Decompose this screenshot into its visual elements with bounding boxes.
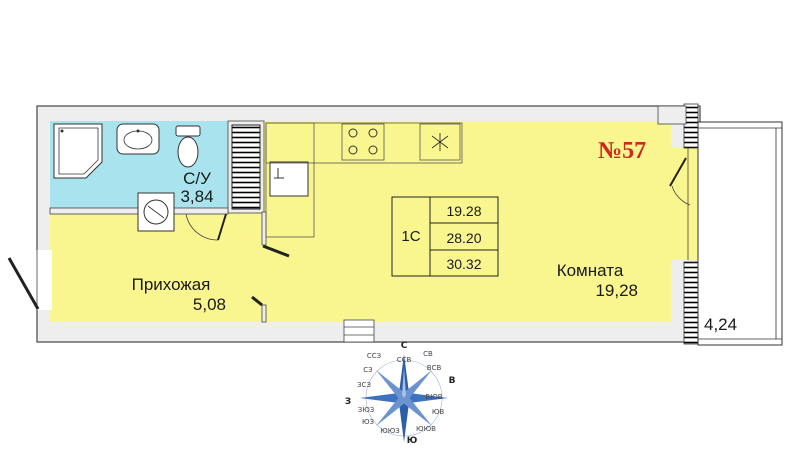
shower-tray bbox=[53, 123, 103, 179]
bottom-window bbox=[343, 319, 375, 343]
compass-w: З bbox=[344, 397, 352, 407]
compass-wnw: ЗСЗ bbox=[357, 381, 371, 389]
burner bbox=[368, 128, 378, 138]
balcony-door-opening bbox=[668, 148, 702, 260]
compass-ssw: ЮЮЗ bbox=[380, 427, 400, 435]
balcony-area: 4,24 bbox=[704, 315, 738, 334]
compass-ese: ВЮВ bbox=[425, 393, 443, 401]
total-area: 28.20 bbox=[446, 230, 482, 246]
compass-ene: ВСВ bbox=[426, 364, 442, 372]
vent-shaft bbox=[231, 124, 261, 210]
compass-sse: ЮЮВ bbox=[416, 425, 436, 433]
burner bbox=[348, 128, 358, 138]
compass-rose bbox=[360, 354, 448, 442]
toilet-bowl bbox=[177, 136, 199, 168]
balcony-door-leaf bbox=[669, 157, 687, 187]
room-name: Комната bbox=[556, 261, 624, 280]
room-door-leaf bbox=[262, 244, 290, 258]
summary-table-frame bbox=[391, 196, 499, 277]
compass-se: ЮВ bbox=[431, 408, 445, 416]
total-area-with-balcony: 30.32 bbox=[446, 256, 482, 272]
kitchen-sink bbox=[269, 161, 309, 197]
living-area: 19.28 bbox=[446, 203, 482, 219]
sink bbox=[116, 123, 160, 155]
apartment-type: 1С bbox=[401, 228, 421, 245]
entrance-opening bbox=[30, 250, 52, 310]
hallway-name: Прихожая bbox=[131, 275, 211, 294]
room-area: 19,28 bbox=[595, 281, 638, 300]
balcony bbox=[697, 121, 783, 346]
compass-nnw: ССЗ bbox=[366, 352, 382, 360]
hallway-area: 5,08 bbox=[192, 295, 226, 314]
burner bbox=[368, 145, 378, 155]
compass-n: С bbox=[400, 341, 408, 351]
compass-sw: ЮЗ bbox=[361, 418, 375, 426]
bathroom-name: С/У bbox=[183, 169, 211, 188]
toilet-tank bbox=[175, 125, 201, 137]
compass-wsw: ЗЮЗ bbox=[357, 406, 375, 414]
entrance-door-leaf bbox=[7, 257, 40, 310]
compass-s: Ю bbox=[406, 436, 418, 446]
compass-nne: ССВ bbox=[396, 356, 412, 364]
cooktop bbox=[341, 123, 385, 161]
burner bbox=[348, 145, 358, 155]
fridge bbox=[419, 123, 461, 161]
room-floor bbox=[264, 121, 671, 322]
apartment-number: №57 bbox=[598, 138, 647, 164]
kitchen-top-counter bbox=[265, 122, 463, 164]
bathroom-area: 3,84 bbox=[180, 187, 214, 206]
compass-e: В bbox=[448, 376, 456, 386]
room-doorway bbox=[256, 245, 270, 305]
bathroom-door-swing bbox=[185, 213, 219, 241]
compass-nw: СЗ bbox=[363, 366, 373, 374]
compass-ne: СВ bbox=[423, 350, 433, 358]
